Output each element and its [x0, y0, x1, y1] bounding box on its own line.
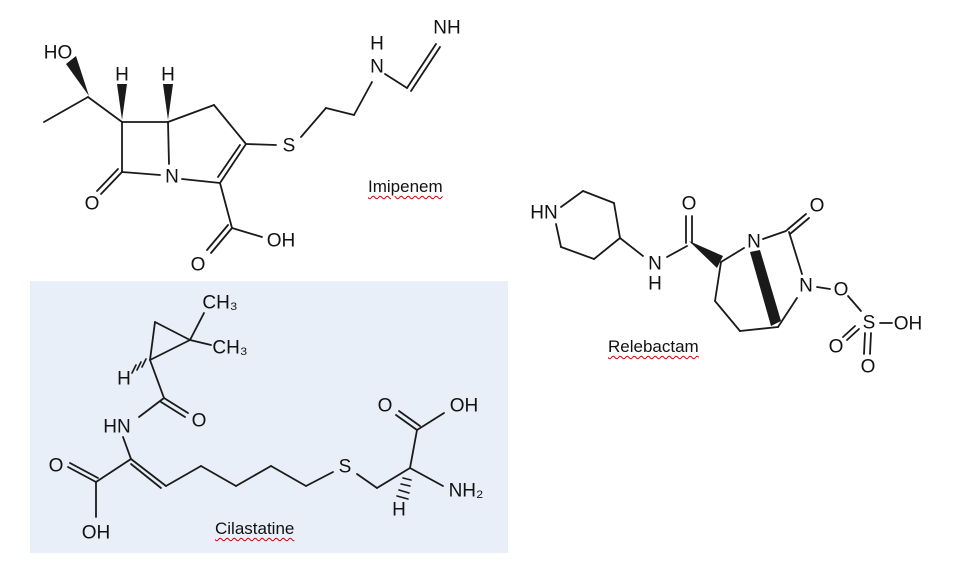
atom-hn: HN [530, 203, 557, 224]
atom-n: N [648, 254, 662, 275]
atom-n: N [165, 167, 179, 188]
imipenem-label: Imipenem [368, 177, 443, 196]
atom-h: H [115, 65, 129, 86]
atom-nh2: NH₂ [449, 481, 484, 502]
cilastatine-atom-labels: CH₃ CH₃ H O HN O OH S O OH NH₂ H [49, 293, 484, 544]
atom-n: N [747, 232, 761, 253]
cilastatine-label: Cilastatine [215, 519, 295, 538]
atom-h: H [161, 65, 175, 86]
atom-oh: OH [267, 231, 296, 252]
wedge-bond [117, 84, 127, 120]
relebactam-structure: HN N H O N O N O S O O OH [530, 190, 922, 378]
wedge-bond [689, 241, 723, 268]
relebactam-label: Relebactam [608, 337, 699, 356]
relebactam-bonds [555, 190, 893, 355]
atom-ch3: CH₃ [212, 338, 247, 359]
atom-h: H [117, 369, 131, 390]
atom-s: S [863, 313, 876, 334]
atom-oh: OH [82, 523, 111, 544]
wedge-bond [163, 84, 173, 120]
atom-oh: OH [894, 314, 923, 335]
atom-o: O [192, 411, 207, 432]
atom-h: H [648, 274, 662, 295]
cilastatine-structure: CH₃ CH₃ H O HN O OH S O OH NH₂ H [49, 293, 484, 544]
atom-h: H [370, 34, 384, 55]
atom-o: O [378, 396, 393, 417]
wedge-bond [66, 56, 89, 96]
atom-hn: HN [103, 417, 130, 438]
relebactam-atom-labels: HN N H O N O N O S O O OH [530, 194, 922, 378]
atom-o: O [85, 194, 100, 215]
wedge-bond [750, 250, 781, 326]
atom-nh: NH [433, 18, 460, 39]
atom-n: N [799, 276, 813, 297]
atom-h: H [392, 500, 406, 521]
atom-o: O [810, 196, 825, 217]
imipenem-structure: HO H H N O O OH S H N NH [43, 18, 461, 276]
atom-n: N [370, 57, 384, 78]
atom-o: O [861, 357, 876, 378]
imipenem-bonds [43, 43, 441, 254]
atom-o: O [191, 255, 206, 276]
atom-o: O [829, 337, 844, 358]
atom-o: O [834, 280, 849, 301]
cilastatine-background-box [30, 281, 508, 553]
cilastatine-bonds [67, 312, 445, 518]
imipenem-atom-labels: HO H H N O O OH S H N NH [44, 18, 461, 276]
atom-o: O [49, 456, 64, 477]
atom-ch3: CH₃ [202, 293, 237, 314]
atom-ho: HO [44, 43, 73, 64]
atom-s: S [339, 457, 352, 478]
atom-s: S [283, 136, 296, 157]
atom-o: O [682, 194, 697, 215]
atom-oh: OH [450, 396, 479, 417]
